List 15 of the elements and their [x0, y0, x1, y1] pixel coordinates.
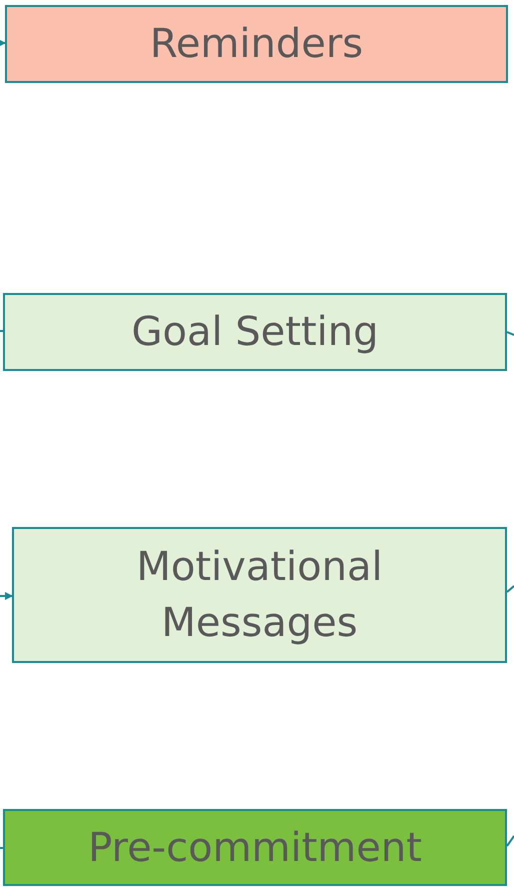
box-label: Reminders [150, 20, 364, 69]
connector-line [0, 330, 3, 332]
arrow [0, 592, 13, 600]
connector-line [0, 847, 3, 849]
connector-line [506, 585, 514, 593]
connector-line [506, 835, 514, 847]
process-box [12, 527, 507, 663]
box-label: Goal Setting [131, 308, 379, 357]
box-label: Pre-commitment [88, 824, 422, 872]
process-box [3, 293, 507, 371]
connector-line [506, 331, 514, 336]
process-box [5, 5, 508, 83]
process-box [3, 809, 507, 886]
arrow [0, 39, 6, 47]
box-label: Motivational Messages [135, 543, 384, 648]
